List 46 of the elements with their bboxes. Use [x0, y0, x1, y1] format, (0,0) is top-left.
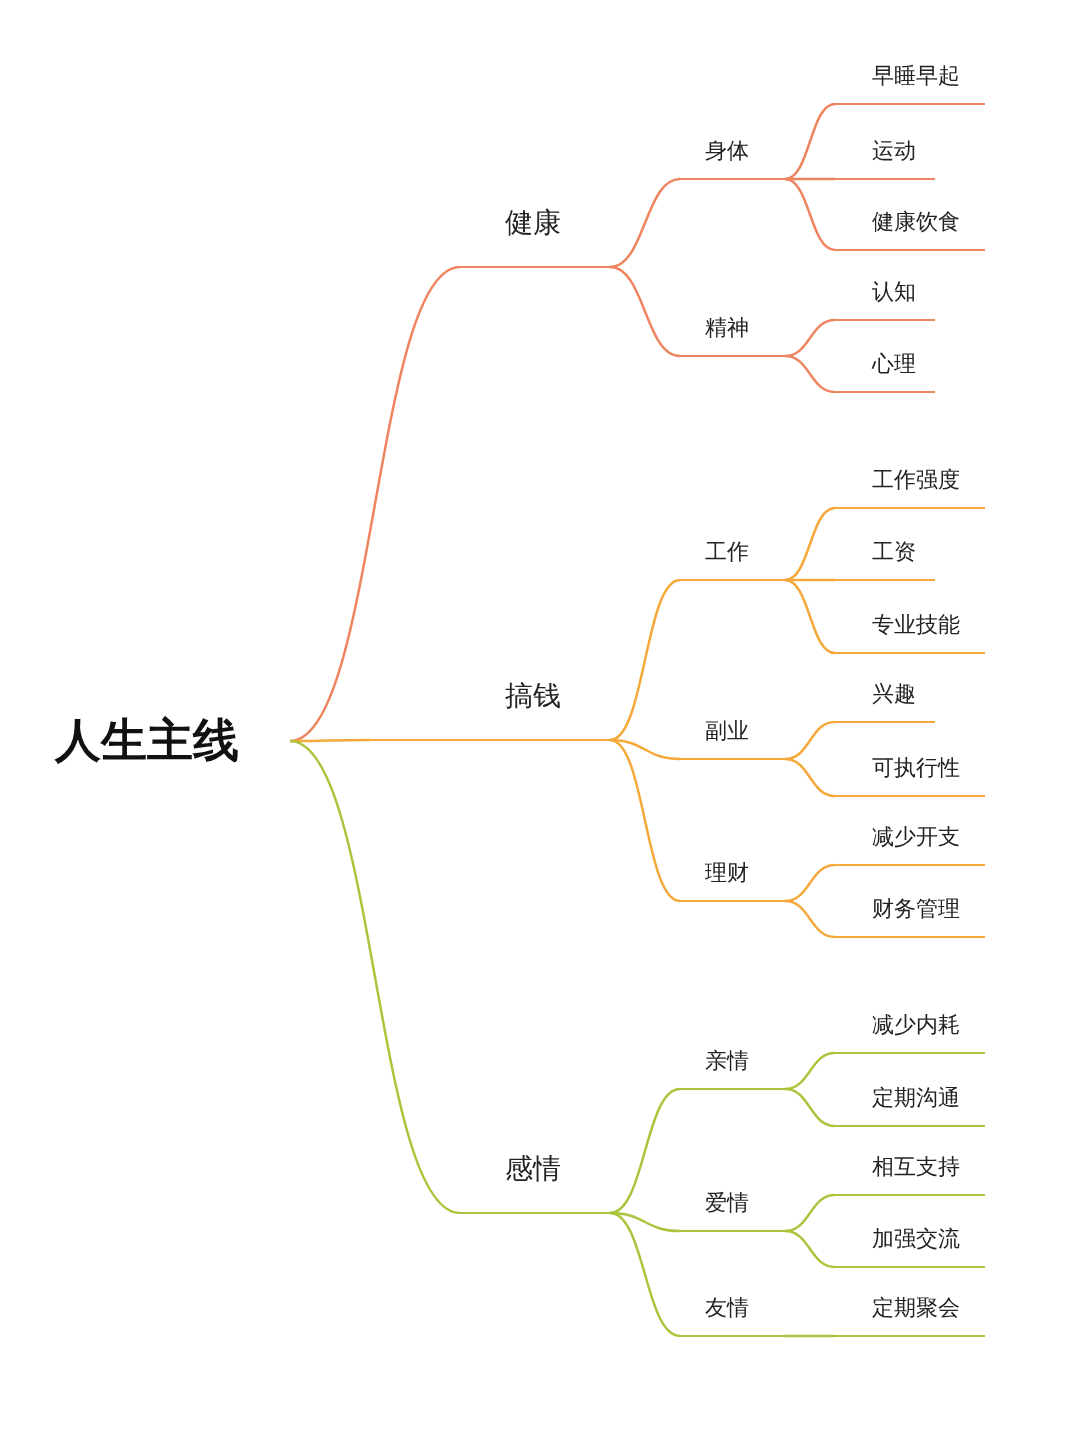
subtopic: 理财	[680, 860, 785, 902]
leaf-topic: 定期聚会	[835, 1295, 985, 1337]
subtopic: 工作	[680, 539, 785, 581]
branch-line	[784, 757, 836, 798]
subtopic: 亲情	[680, 1048, 785, 1090]
leaf-topic: 可执行性	[835, 755, 985, 797]
leaf-topic: 减少开支	[835, 824, 985, 866]
main-topic: 感情	[460, 1154, 610, 1214]
branch-line	[784, 102, 836, 181]
leaf-topic: 工作强度	[835, 467, 985, 509]
leaf-topic: 工资	[835, 539, 935, 581]
subtopic: 副业	[680, 718, 785, 760]
leaf-topic: 早睡早起	[835, 63, 985, 105]
leaf-topic: 财务管理	[835, 896, 985, 938]
branch-line	[289, 739, 461, 1215]
branch-line	[609, 265, 681, 358]
branch-line	[785, 1334, 835, 1338]
branch-line	[609, 738, 681, 903]
leaf-topic: 减少内耗	[835, 1012, 985, 1054]
branch-line	[609, 578, 681, 742]
branch-line	[784, 1229, 836, 1269]
leaf-topic: 兴趣	[835, 681, 935, 723]
main-topic: 搞钱	[370, 681, 610, 741]
leaf-topic: 专业技能	[835, 612, 985, 654]
leaf-topic: 心理	[835, 351, 935, 393]
subtopic: 精神	[680, 315, 785, 357]
leaf-topic: 相互支持	[835, 1154, 985, 1196]
branch-line	[609, 1211, 681, 1338]
branch-line	[784, 578, 836, 655]
subtopic: 友情	[680, 1295, 785, 1337]
subtopic: 身体	[680, 138, 785, 180]
branch-line	[784, 506, 836, 582]
branch-line	[784, 899, 836, 939]
leaf-topic: 定期沟通	[835, 1085, 985, 1127]
leaf-topic: 运动	[835, 138, 935, 180]
leaf-topic: 认知	[835, 279, 935, 321]
branch-line	[784, 354, 836, 394]
branch-line	[609, 1087, 681, 1215]
leaf-topic: 加强交流	[835, 1226, 985, 1268]
branch-line	[609, 177, 681, 269]
branch-line	[784, 1087, 836, 1128]
leaf-topic: 健康饮食	[835, 209, 985, 251]
subtopic: 爱情	[680, 1190, 785, 1232]
central-topic: 人生主线	[50, 710, 290, 772]
main-topic: 健康	[460, 208, 610, 268]
branch-line	[784, 177, 836, 252]
